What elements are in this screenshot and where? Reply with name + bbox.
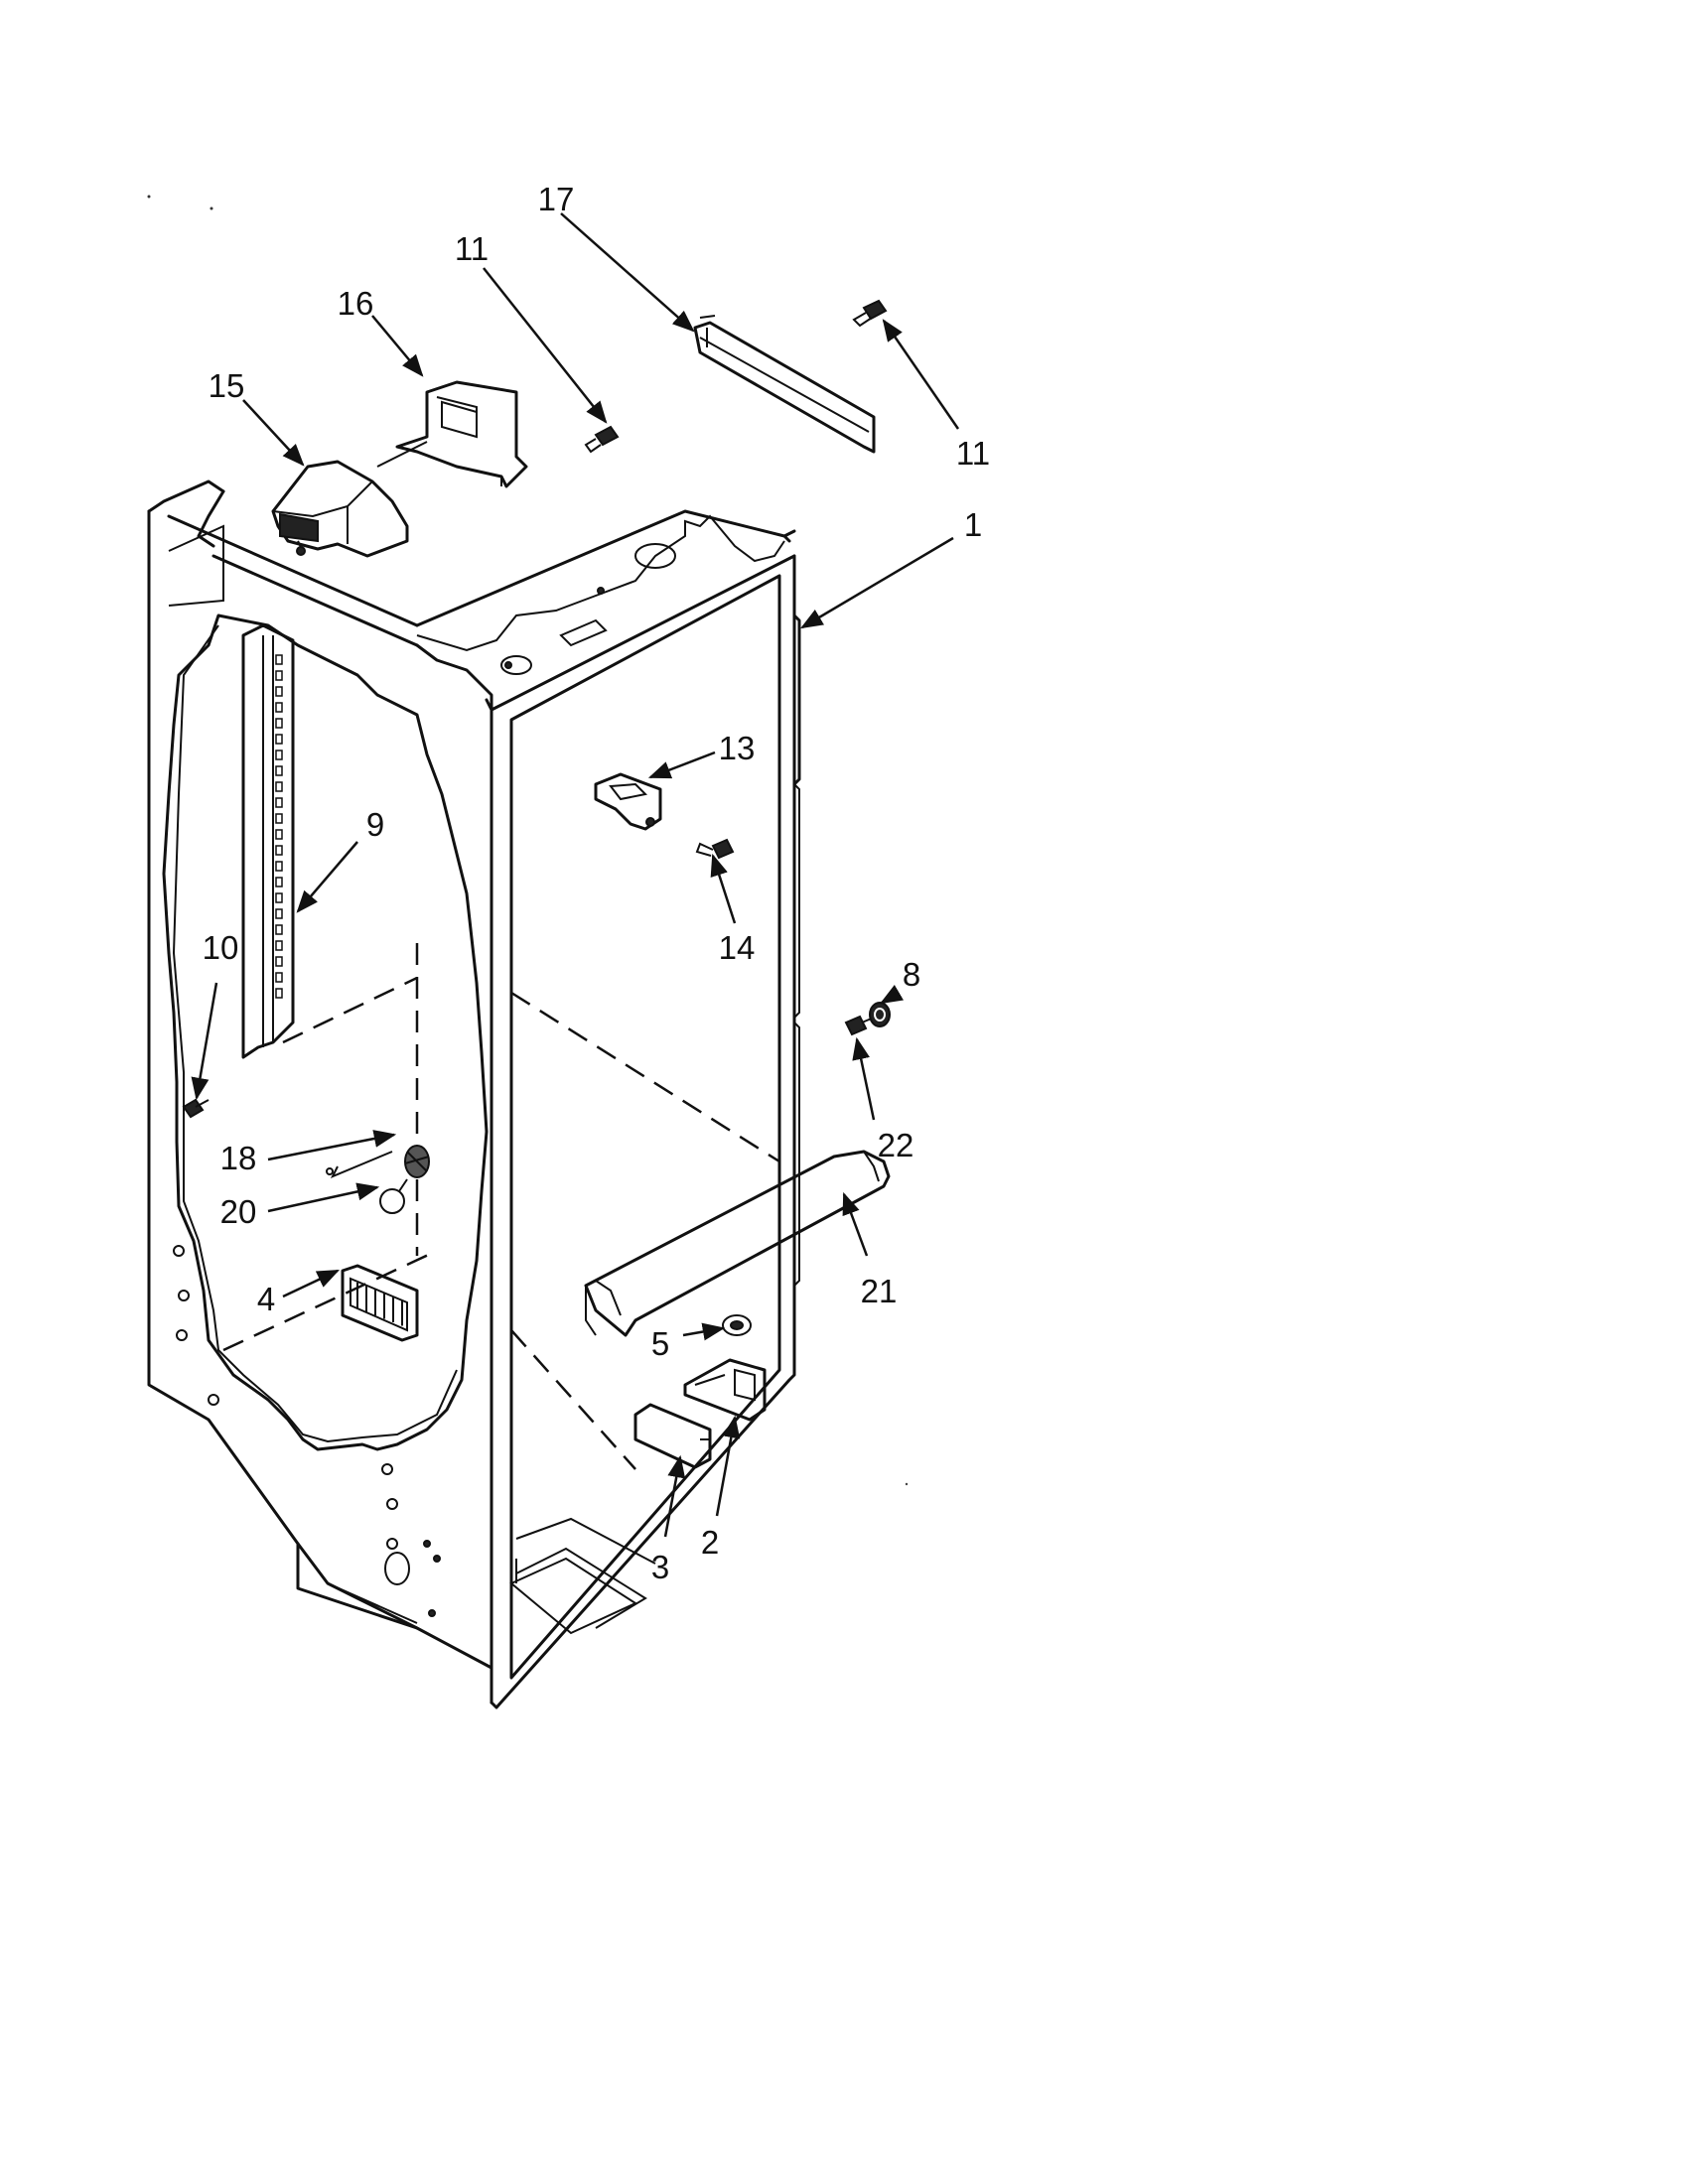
- leader-10: [191, 982, 218, 1101]
- ladder-slot: [275, 829, 283, 840]
- crisper-cover-part-21: [584, 1150, 891, 1337]
- ladder-slot: [275, 940, 283, 951]
- leader-2: [715, 1415, 741, 1517]
- leader-5: [682, 1322, 726, 1341]
- ladder-slot: [275, 765, 283, 776]
- leader-18: [267, 1130, 397, 1161]
- callout-4: 4: [257, 1281, 275, 1317]
- ladder-slot: [275, 956, 283, 967]
- callout-21: 21: [861, 1273, 898, 1309]
- screw-11-left: [584, 425, 620, 454]
- ladder-slot: [275, 861, 283, 872]
- callout-16: 16: [338, 285, 374, 322]
- lamp-socket-part-18: [326, 1145, 430, 1178]
- callout-11-left: 11: [455, 230, 489, 267]
- plug-part-5: [722, 1314, 752, 1336]
- bracket-part-16: [376, 380, 528, 488]
- ladder-slot: [275, 686, 283, 697]
- cutaway-outline: [162, 489, 489, 1451]
- ladder-slot: [275, 654, 283, 665]
- callout-3: 3: [651, 1549, 669, 1585]
- bracket-part-13: [594, 772, 662, 831]
- callout-13: 13: [719, 730, 756, 766]
- ladder-slot: [275, 750, 283, 760]
- callout-18: 18: [220, 1140, 257, 1176]
- leader-4: [282, 1269, 341, 1298]
- leader-22: [852, 1036, 876, 1121]
- callout-14: 14: [719, 929, 756, 966]
- ladder-slot: [275, 734, 283, 745]
- leader-lines: [191, 212, 960, 1538]
- rail-part-17: [693, 315, 876, 454]
- ladder-slot: [275, 988, 283, 999]
- cabinet-liner-part-1: [147, 479, 801, 1709]
- bracket-part-3: [633, 1403, 712, 1469]
- ladder-slot: [275, 845, 283, 856]
- light-bulb-part-20: [379, 1178, 408, 1214]
- leader-1: [800, 536, 954, 629]
- callout-2: 2: [701, 1524, 719, 1561]
- callout-5: 5: [651, 1325, 669, 1362]
- leader-9: [296, 841, 358, 913]
- ladder-slot: [275, 892, 283, 903]
- ladder-slot: [275, 781, 283, 792]
- leader-17: [560, 212, 695, 333]
- leader-11b: [882, 319, 960, 430]
- callout-labels: 17 11 11 16 15 1 13 14 9 10 18 20 4 5 2 …: [203, 181, 990, 1585]
- scan-specks: [147, 195, 909, 1486]
- callout-20: 20: [220, 1193, 257, 1230]
- ladder-slot: [275, 924, 283, 935]
- top-openings: [168, 524, 676, 675]
- screw-11-right: [852, 299, 888, 328]
- ladder-slot: [275, 702, 283, 713]
- ladder-slot: [275, 908, 283, 919]
- ladder-slot: [275, 797, 283, 808]
- plug-8: [869, 1002, 891, 1027]
- ladder-slot: [275, 813, 283, 824]
- ladder-slot: [275, 718, 283, 729]
- side-panel-holes: [173, 1245, 441, 1617]
- callout-9: 9: [366, 806, 384, 843]
- vent-grille-part-4: [341, 1264, 419, 1342]
- leader-15: [242, 399, 305, 467]
- callout-22: 22: [878, 1127, 914, 1163]
- bracket-part-2: [683, 1358, 767, 1422]
- callout-1: 1: [964, 506, 982, 543]
- callout-10: 10: [203, 929, 239, 966]
- shelf-ladder-part-9: [241, 623, 295, 1059]
- leader-21: [842, 1191, 869, 1257]
- leader-13: [647, 751, 716, 779]
- callout-11-right: 11: [956, 435, 990, 472]
- control-housing-part-15: [271, 460, 409, 558]
- screw-22: [844, 1015, 875, 1036]
- leader-3: [663, 1454, 686, 1538]
- screw-10: [182, 1098, 210, 1119]
- leader-14: [710, 853, 737, 924]
- screw-14: [695, 838, 735, 860]
- leader-16: [371, 315, 424, 377]
- callout-17: 17: [538, 181, 575, 217]
- ladder-slot: [275, 877, 283, 887]
- callout-8: 8: [903, 956, 920, 993]
- leader-11a: [483, 267, 608, 424]
- leader-8: [880, 984, 905, 1005]
- screws: [182, 299, 891, 1119]
- leader-20: [267, 1182, 380, 1213]
- ladder-slot: [275, 972, 283, 983]
- callout-15: 15: [209, 367, 245, 404]
- ladder-slot: [275, 670, 283, 681]
- bottom-well: [509, 1517, 656, 1635]
